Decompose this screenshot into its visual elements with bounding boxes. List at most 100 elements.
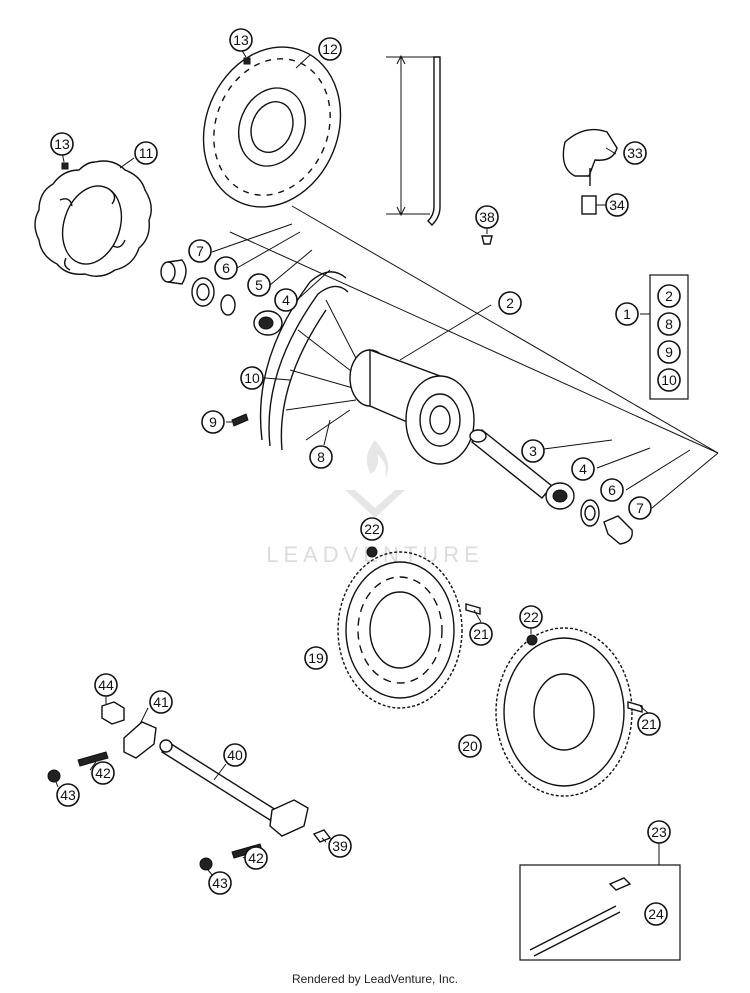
callout-34: 34 (605, 193, 629, 217)
callout-5: 5 (247, 273, 271, 297)
callout-21: 21 (469, 622, 493, 646)
kit-label: 1 (623, 306, 631, 322)
callout-4: 4 (274, 288, 298, 312)
callout-39: 39 (328, 834, 352, 858)
cap-38 (481, 235, 493, 245)
callout-label: 43 (212, 875, 228, 891)
adjuster-screw-42a (77, 751, 109, 767)
bearing-4b (545, 482, 575, 510)
callout-label: 44 (98, 677, 114, 693)
sprocket-19 (337, 551, 463, 709)
callout-label: 10 (244, 370, 260, 386)
axle-spacer-3 (469, 429, 553, 499)
callout-label: 40 (227, 747, 243, 763)
callout-label: 39 (332, 838, 348, 854)
callout-label: 9 (209, 414, 217, 430)
callout-38: 38 (475, 205, 499, 229)
leader-lines (55, 48, 719, 877)
nut-22b (526, 634, 538, 646)
bearing-4a (253, 310, 283, 336)
callout-label: 7 (636, 500, 644, 516)
callout-label: 19 (308, 650, 324, 666)
callout-41: 41 (149, 690, 173, 714)
callout-label: 12 (322, 41, 338, 57)
callout-7: 7 (628, 496, 652, 520)
nut-34 (581, 195, 597, 215)
callout-13: 13 (50, 132, 74, 156)
hub-2 (349, 348, 475, 465)
callout-6: 6 (214, 256, 238, 280)
rim-lock-33 (562, 128, 618, 186)
callout-label: 6 (222, 260, 230, 276)
assembly-lines (229, 205, 719, 454)
callout-4: 4 (571, 457, 595, 481)
callout-12: 12 (318, 37, 342, 61)
callout-10: 10 (240, 366, 264, 390)
kit-member-10: 10 (657, 368, 681, 392)
callout-label: 4 (579, 461, 587, 477)
bolt-9 (231, 413, 249, 427)
callout-label: 42 (95, 765, 111, 781)
callout-7: 7 (188, 239, 212, 263)
callout-label: 21 (641, 716, 657, 732)
kit-member-label: 9 (665, 344, 673, 360)
bolt-13b (61, 162, 69, 170)
callout-2: 2 (498, 291, 522, 315)
nut-44 (101, 701, 125, 725)
callout-label: 22 (523, 609, 539, 625)
callout-label: 13 (233, 32, 249, 48)
bolt-13a (243, 57, 251, 65)
brake-disc-11 (34, 160, 152, 277)
callout-21: 21 (637, 712, 661, 736)
callout-label: 4 (282, 292, 290, 308)
callout-label: 41 (153, 694, 169, 710)
callout-label: 3 (529, 443, 537, 459)
circlip-5 (220, 294, 236, 316)
callout-label: 34 (609, 197, 625, 213)
chain-adjuster-41 (123, 721, 157, 759)
bolt-21b (627, 701, 643, 713)
callout-label: 11 (139, 145, 154, 161)
callout-label: 23 (651, 824, 667, 840)
callout-43: 43 (208, 871, 232, 895)
callout-label: 5 (255, 277, 263, 293)
callout-40: 40 (223, 743, 247, 767)
callout-label: 33 (627, 145, 643, 161)
kit-member-label: 10 (661, 372, 677, 388)
callout-label: 22 (364, 521, 380, 537)
callout-label: 6 (608, 482, 616, 498)
kit-member-8: 8 (657, 312, 681, 336)
kit-callout-1: 1 (615, 302, 639, 326)
callout-43: 43 (56, 783, 80, 807)
bolt-21a (465, 603, 481, 615)
spoke-with-measure (386, 54, 441, 226)
axle-40 (159, 739, 309, 837)
callout-13: 13 (229, 28, 253, 52)
callout-42: 42 (91, 761, 115, 785)
callout-label: 7 (196, 243, 204, 259)
plug-39 (312, 829, 332, 843)
callout-22: 22 (519, 605, 543, 629)
callout-42: 42 (244, 846, 268, 870)
callout-label: 42 (248, 850, 264, 866)
callout-24: 24 (644, 902, 668, 926)
callout-23: 23 (647, 820, 671, 844)
seal-6b (580, 499, 600, 527)
callout-33: 33 (623, 141, 647, 165)
sprocket-20 (495, 627, 633, 797)
callout-label: 20 (462, 738, 478, 754)
callout-label: 43 (60, 787, 76, 803)
nut-43b (199, 857, 213, 871)
callout-3: 3 (521, 439, 545, 463)
spacer-7a (160, 259, 187, 285)
callout-22: 22 (360, 517, 384, 541)
seal-6a (191, 277, 215, 307)
callout-11: 11 (134, 141, 158, 165)
callout-label: 21 (473, 626, 489, 642)
callout-9: 9 (201, 410, 225, 434)
callout-8: 8 (309, 445, 333, 469)
spacer-7b (603, 515, 633, 545)
footer-credit: Rendered by LeadVenture, Inc. (291, 972, 459, 986)
callout-6: 6 (600, 478, 624, 502)
